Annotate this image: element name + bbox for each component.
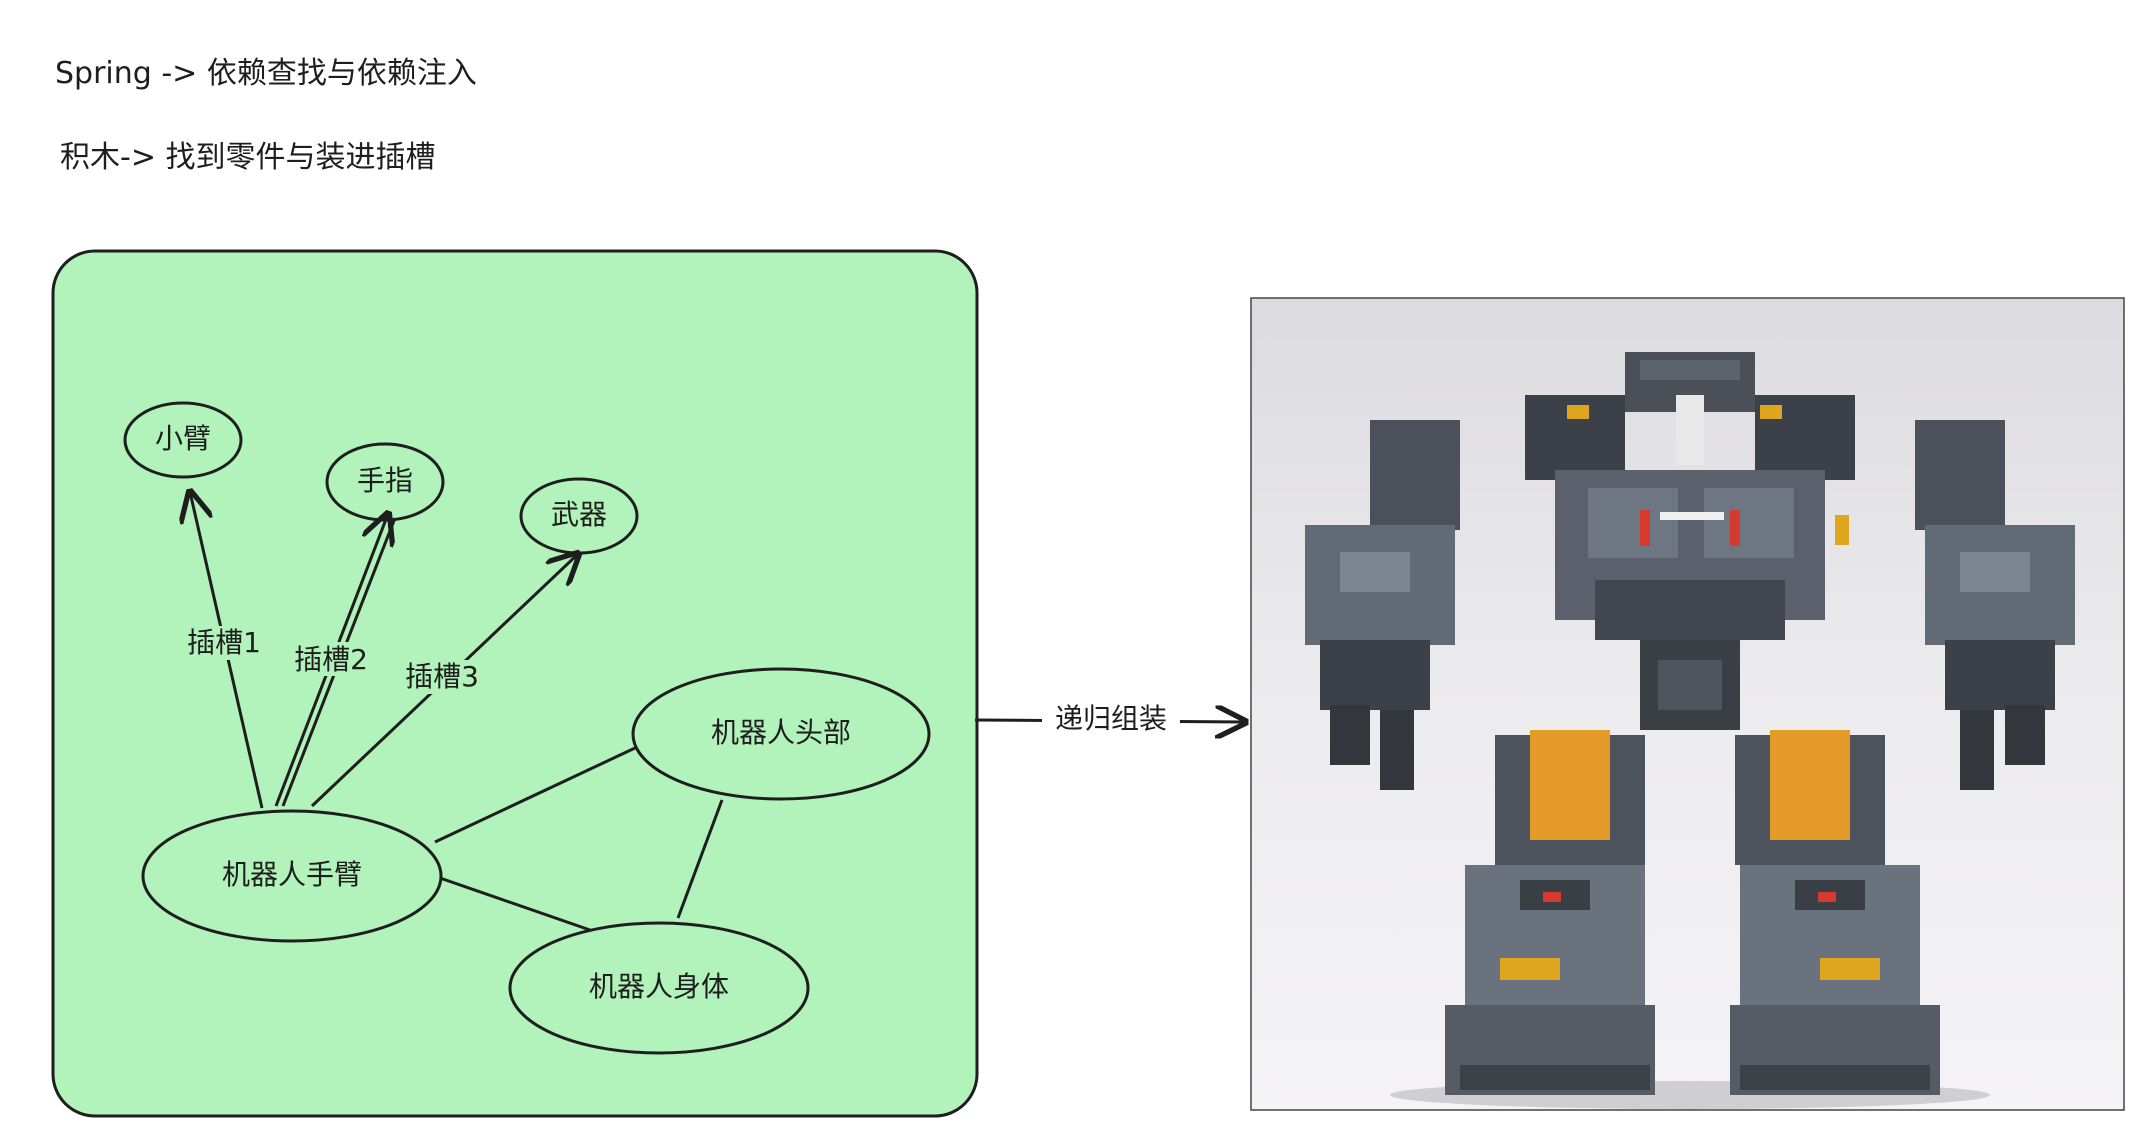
node-forearm <box>123 401 243 479</box>
arrow-label-bg <box>1042 700 1180 740</box>
edge-arm-head <box>434 746 636 844</box>
node-robot-head <box>631 667 931 801</box>
recursive-assembly-label: 递归组装 <box>1055 702 1167 735</box>
title-line-blocks: 积木-> 找到零件与装进插槽 <box>60 140 436 175</box>
slot3-label-bg <box>398 660 486 694</box>
node-robot-body <box>508 921 810 1055</box>
node-forearm-label: 小臂 <box>155 422 211 455</box>
robot-image <box>1250 297 2125 1111</box>
node-robot-body-label: 机器人身体 <box>589 970 729 1003</box>
edge-slot2-label: 插槽2 <box>294 643 368 676</box>
edge-slot3-label: 插槽3 <box>405 660 479 693</box>
edge-head-body <box>676 799 724 919</box>
node-finger-label: 手指 <box>357 464 413 497</box>
slot1-label-bg <box>180 626 268 660</box>
edge-arm-body <box>439 876 591 932</box>
node-robot-arm-label: 机器人手臂 <box>222 858 362 891</box>
slot2-label-bg <box>287 642 375 676</box>
node-finger <box>325 442 445 522</box>
node-robot-arm <box>141 809 443 943</box>
edge-slot1-label: 插槽1 <box>187 626 261 659</box>
node-robot-head-label: 机器人头部 <box>711 716 851 749</box>
node-weapon-label: 武器 <box>551 498 607 531</box>
title-line-spring: Spring -> 依赖查找与依赖注入 <box>55 56 477 91</box>
green-panel <box>51 249 979 1118</box>
node-weapon <box>519 477 639 555</box>
